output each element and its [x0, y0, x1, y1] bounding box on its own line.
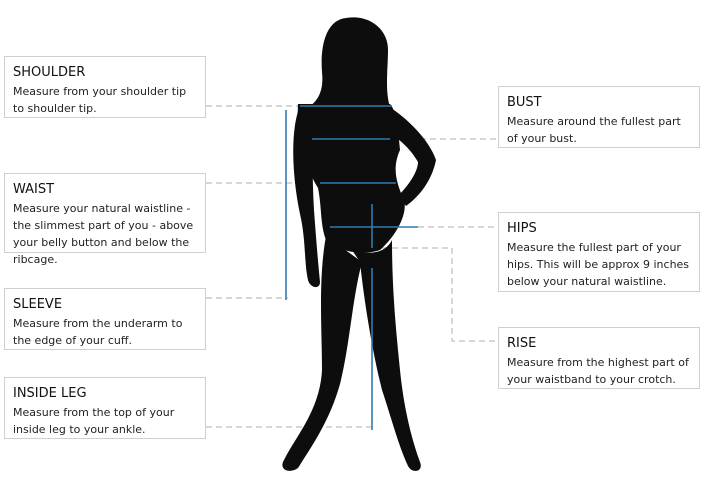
hips-callout: HIPS Measure the fullest part of your hi… [498, 212, 700, 292]
hips-title: HIPS [507, 221, 537, 236]
sleeve-callout: SLEEVE Measure from the underarm to the … [4, 288, 206, 350]
bust-description: Measure around the fullest part of your … [507, 115, 681, 145]
rise-title: RISE [507, 336, 537, 351]
shoulder-description: Measure from your shoulder tip to should… [13, 85, 187, 115]
waist-description: Measure your natural waistline - the sli… [13, 202, 194, 266]
shoulder-title: SHOULDER [13, 65, 86, 80]
shoulder-callout: SHOULDER Measure from your shoulder tip … [4, 56, 206, 118]
inside-leg-title: INSIDE LEG [13, 386, 87, 401]
inside-leg-description: Measure from the top of your inside leg … [13, 406, 175, 436]
waist-title: WAIST [13, 182, 55, 197]
sleeve-description: Measure from the underarm to the edge of… [13, 317, 183, 347]
hips-description: Measure the fullest part of your hips. T… [507, 241, 690, 288]
figure [282, 17, 436, 471]
rise-callout: RISE Measure from the highest part of yo… [498, 327, 700, 389]
inside-leg-callout: INSIDE LEG Measure from the top of your … [4, 377, 206, 439]
waist-callout: WAIST Measure your natural waistline - t… [4, 173, 206, 266]
rise-leader-line [372, 247, 498, 342]
sleeve-title: SLEEVE [13, 297, 63, 312]
bust-title: BUST [507, 95, 542, 110]
measurement-lines [285, 105, 418, 430]
bust-callout: BUST Measure around the fullest part of … [498, 86, 700, 148]
rise-description: Measure from the highest part of your wa… [507, 356, 689, 386]
